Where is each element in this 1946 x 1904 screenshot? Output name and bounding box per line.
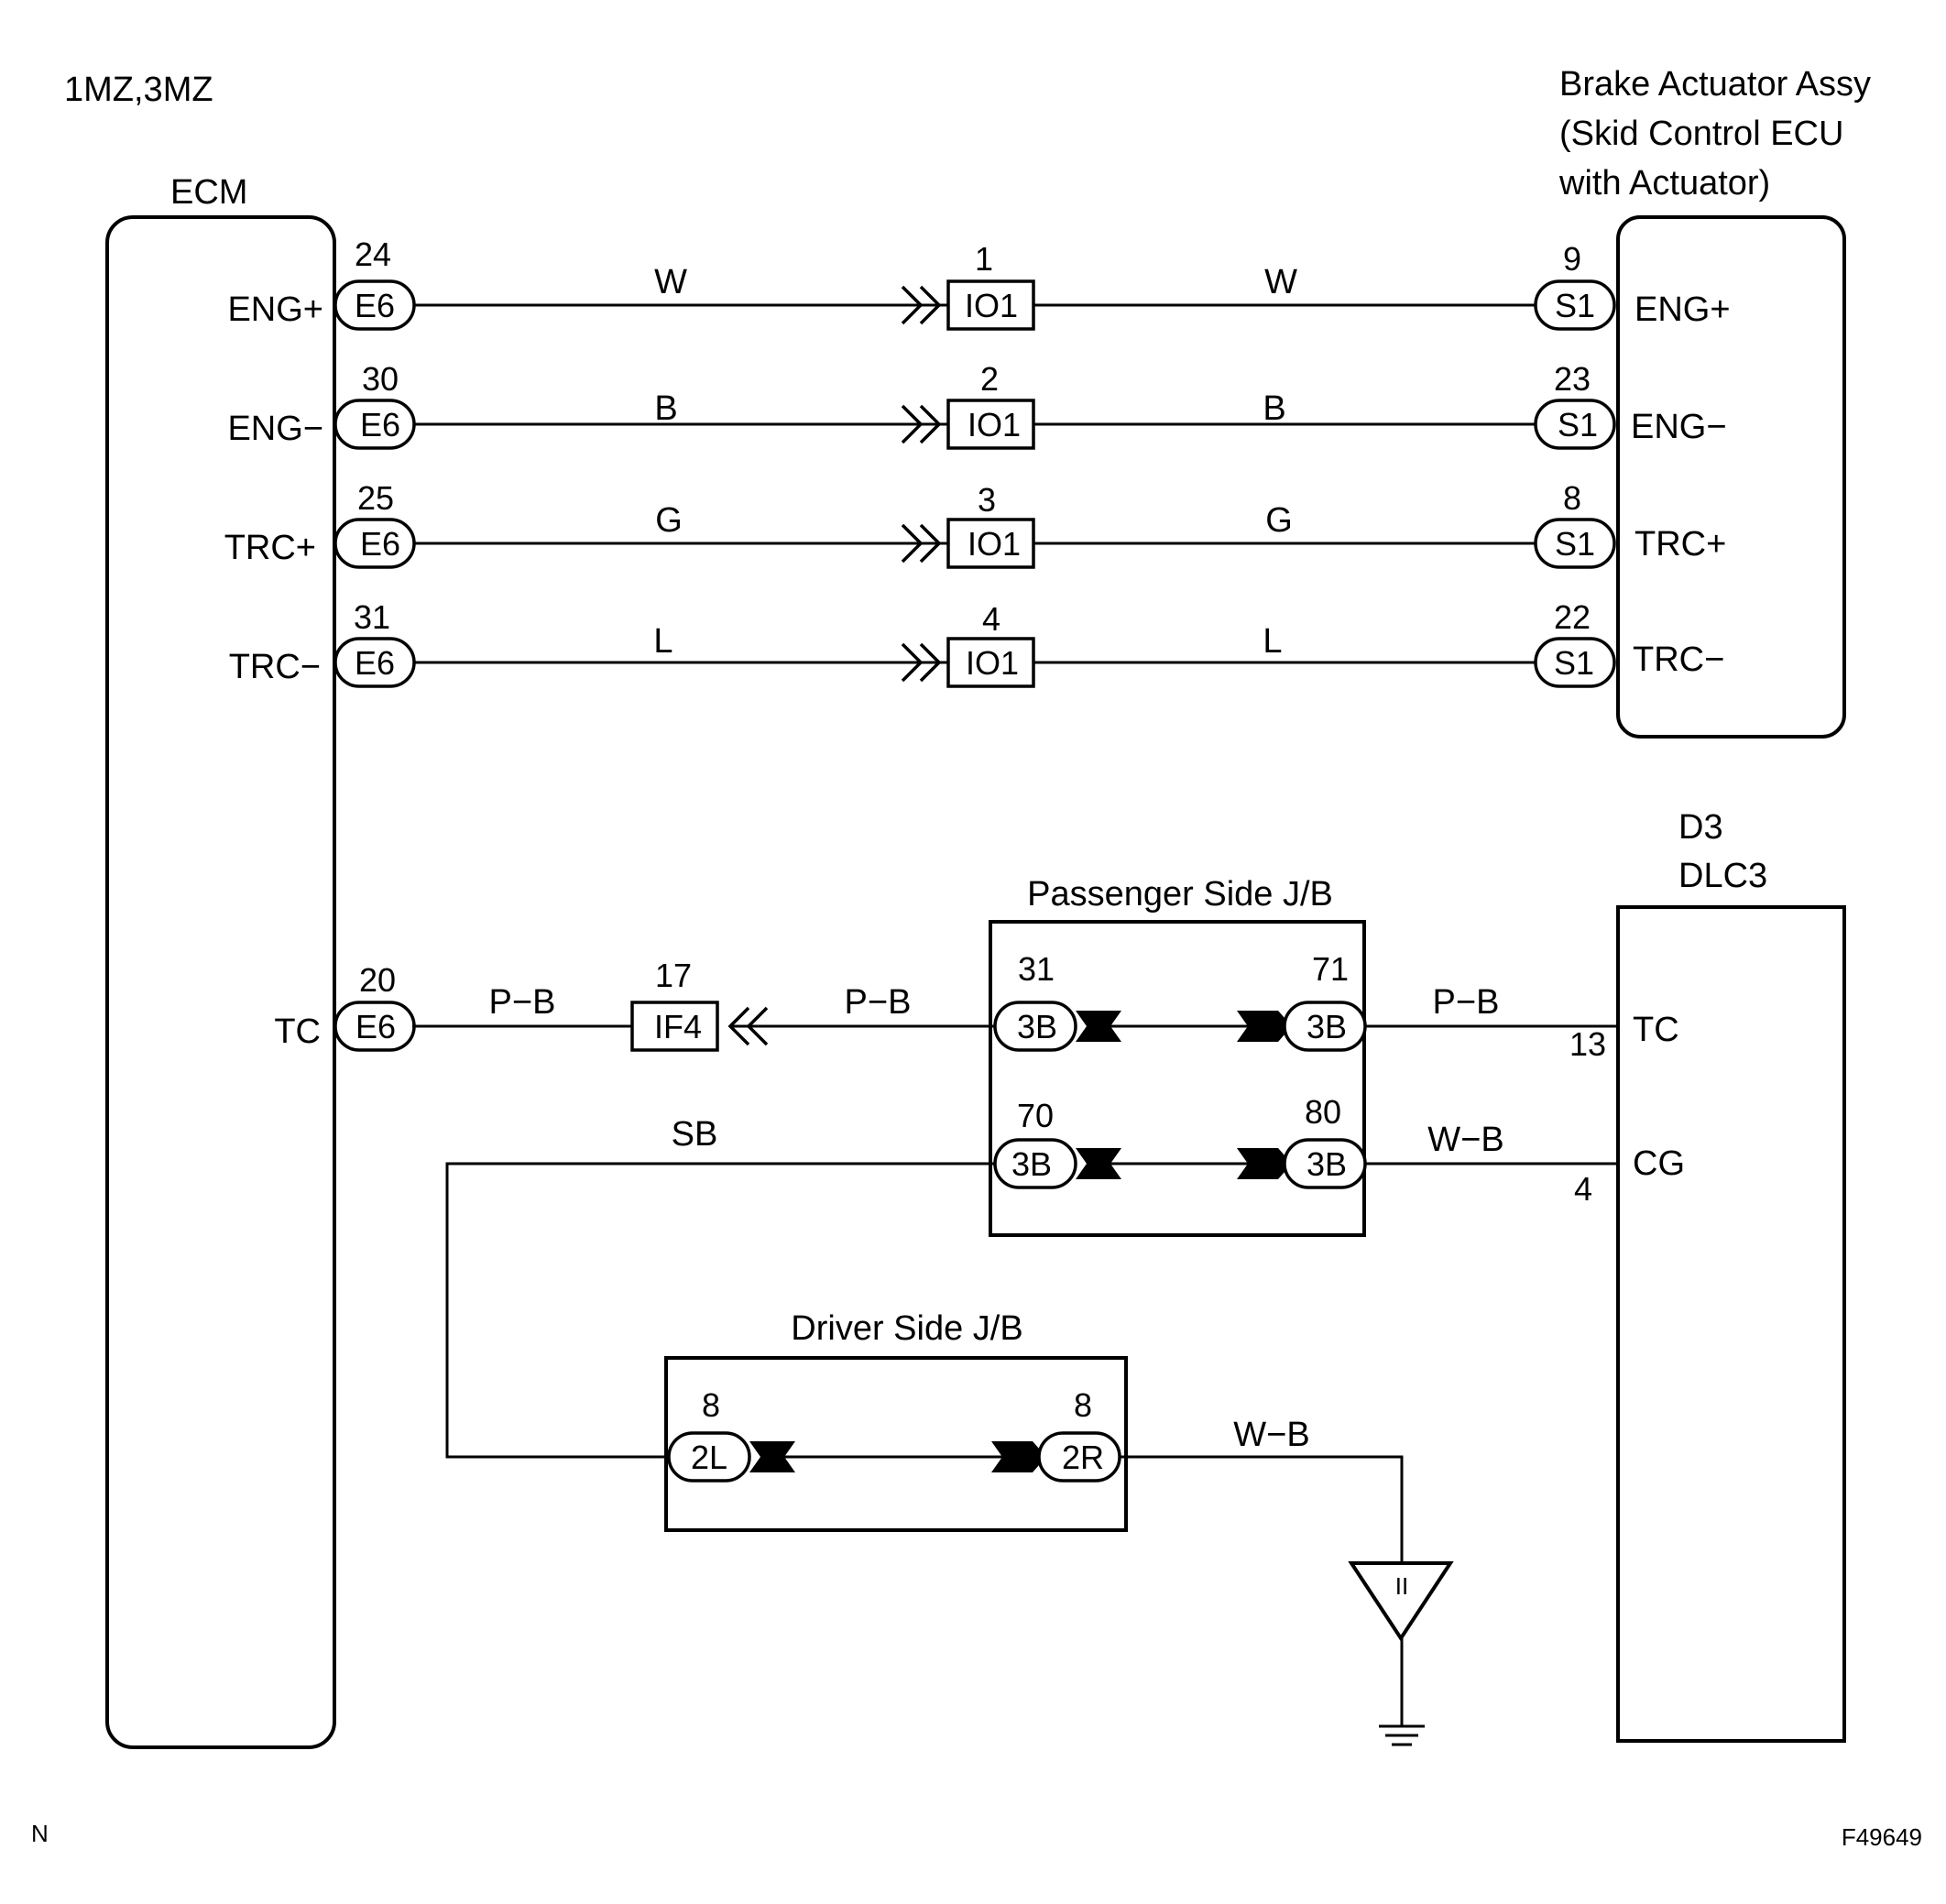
driver-jb-title: Driver Side J/B xyxy=(791,1309,1022,1348)
actuator-pin-8: 8 xyxy=(1563,479,1581,517)
junction-pin: 3 xyxy=(978,481,996,519)
jb-pin-31: 31 xyxy=(1018,950,1055,988)
tc-wire-color-right: P−B xyxy=(1433,983,1500,1022)
jb-pin-71: 71 xyxy=(1312,950,1349,988)
wire-color-left: G xyxy=(655,501,683,540)
jb-connector-3b: 3B xyxy=(1306,1145,1347,1183)
wire-trc-plus: TRC+ 25 E6 G 3 IO1 G 8 S1 TRC+ xyxy=(224,479,1726,569)
wire-eng-plus: ENG+ 24 E6 W 1 IO1 W 9 S1 ENG+ xyxy=(227,235,1731,331)
engine-label: 1MZ,3MZ xyxy=(64,71,213,109)
tc-wire-color-left: P−B xyxy=(489,983,556,1022)
dlc3-terminal-cg: CG xyxy=(1633,1144,1685,1183)
ecm-connector-e6: E6 xyxy=(360,525,400,563)
actuator-terminal-eng-minus: ENG− xyxy=(1631,408,1727,446)
cg-wire-color-left: SB xyxy=(672,1115,718,1154)
junction-connector-io1: IO1 xyxy=(965,287,1018,324)
jb-pin-80: 80 xyxy=(1305,1093,1341,1131)
wire-color-left: L xyxy=(653,622,672,661)
actuator-pin-22: 22 xyxy=(1554,598,1591,636)
actuator-terminal-eng-plus: ENG+ xyxy=(1634,290,1731,329)
brake-actuator-box xyxy=(1616,215,1846,739)
ecm-pin-24: 24 xyxy=(355,235,391,273)
wire-color-right: B xyxy=(1263,389,1285,428)
cg-wire-color-right: W−B xyxy=(1427,1121,1503,1159)
wire-tc: TC 20 E6 P−B 17 IF4 P−B 31 3B 71 3B P−B xyxy=(274,950,1618,1052)
junction-pin: 1 xyxy=(975,240,993,278)
ground-wire-color: W−B xyxy=(1233,1416,1309,1454)
corner-mark: N xyxy=(31,1820,49,1847)
dlc3-title-1: D3 xyxy=(1678,808,1723,847)
driver-jb-left-pin: 8 xyxy=(702,1386,720,1424)
dlc3-pin-13: 13 xyxy=(1569,1025,1606,1063)
dlc3-terminal-tc: TC xyxy=(1633,1011,1679,1049)
junction-connector-io1: IO1 xyxy=(968,406,1021,443)
wire-eng-minus: ENG− 30 E6 B 2 IO1 B 23 S1 ENG− xyxy=(227,360,1727,450)
dlc3-pin-4: 4 xyxy=(1574,1170,1592,1208)
dlc3-title-2: DLC3 xyxy=(1678,857,1767,895)
actuator-connector-s1: S1 xyxy=(1558,406,1598,443)
actuator-connector-s1: S1 xyxy=(1555,525,1595,563)
actuator-connector-s1: S1 xyxy=(1554,644,1594,682)
jb-connector-3b: 3B xyxy=(1306,1008,1347,1045)
jb-connector-3b: 3B xyxy=(1011,1145,1052,1183)
actuator-connector-s1: S1 xyxy=(1555,287,1595,324)
driver-jb-connector-2r: 2R xyxy=(1062,1439,1104,1476)
wire-color-right: G xyxy=(1265,501,1293,540)
jb-connector-3b: 3B xyxy=(1017,1008,1057,1045)
tc-junction-connector-if4: IF4 xyxy=(654,1008,702,1045)
wire-ground: 8 2L 8 2R W−B II xyxy=(667,1386,1454,1746)
ecm-terminal-tc: TC xyxy=(274,1012,321,1051)
passenger-jb-box xyxy=(989,920,1366,1237)
passenger-jb-title: Passenger Side J/B xyxy=(1027,875,1333,914)
ground-icon xyxy=(1379,1724,1425,1746)
junction-pin: 4 xyxy=(982,600,1000,638)
ground-point-triangle xyxy=(1348,1561,1454,1642)
figure-code: F49649 xyxy=(1842,1823,1922,1851)
wire-trc-minus: TRC− 31 E6 L 4 IO1 L 22 S1 TRC− xyxy=(229,598,1724,688)
junction-pin: 2 xyxy=(980,360,999,398)
actuator-pin-23: 23 xyxy=(1554,360,1591,398)
ecm-terminal-trc-minus: TRC− xyxy=(229,648,321,686)
actuator-terminal-trc-minus: TRC− xyxy=(1633,640,1724,679)
tc-junction-pin: 17 xyxy=(655,957,692,994)
wire-cg: SB 70 3B 80 3B W−B xyxy=(445,1093,1618,1459)
driver-jb-right-pin: 8 xyxy=(1074,1386,1092,1424)
ecm-pin-20: 20 xyxy=(359,961,396,999)
wire-color-left: W xyxy=(654,263,687,301)
dlc3-box xyxy=(1616,905,1846,1743)
wire-color-right: L xyxy=(1263,622,1282,661)
driver-jb-connector-2l: 2L xyxy=(691,1439,727,1476)
ecm-connector-e6: E6 xyxy=(355,644,395,682)
junction-connector-io1: IO1 xyxy=(968,525,1021,563)
ecm-connector-e6: E6 xyxy=(360,406,400,443)
ecm-connector-e6: E6 xyxy=(355,1008,396,1045)
ecm-terminal-trc-plus: TRC+ xyxy=(224,529,316,567)
actuator-terminal-trc-plus: TRC+ xyxy=(1634,525,1726,564)
tc-wire-color-mid: P−B xyxy=(845,983,912,1022)
ecm-pin-25: 25 xyxy=(357,479,394,517)
ecm-terminal-eng-minus: ENG− xyxy=(227,410,323,448)
wire-color-right: W xyxy=(1264,263,1297,301)
brake-actuator-title-1: Brake Actuator Assy xyxy=(1559,65,1871,104)
ecm-pin-30: 30 xyxy=(362,360,399,398)
brake-actuator-title-3: with Actuator) xyxy=(1558,164,1770,202)
ecm-terminal-eng-plus: ENG+ xyxy=(227,290,323,329)
ecm-connector-e6: E6 xyxy=(355,287,395,324)
ecm-pin-31: 31 xyxy=(354,598,390,636)
junction-connector-io1: IO1 xyxy=(966,644,1019,682)
ecm-box xyxy=(105,215,336,1749)
driver-jb-box xyxy=(664,1356,1128,1532)
wire-color-left: B xyxy=(654,389,677,428)
jb-pin-70: 70 xyxy=(1017,1097,1054,1134)
ground-point-label: II xyxy=(1395,1572,1408,1600)
brake-actuator-title-2: (Skid Control ECU xyxy=(1559,115,1843,153)
ecm-title: ECM xyxy=(170,173,247,212)
actuator-pin-9: 9 xyxy=(1563,240,1581,278)
